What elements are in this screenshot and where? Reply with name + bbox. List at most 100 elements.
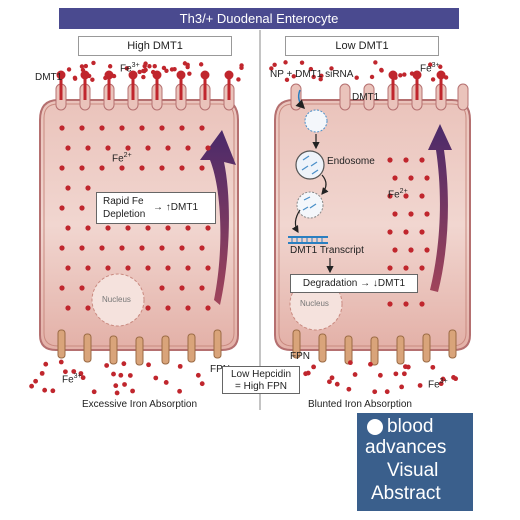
iron-particle: [139, 165, 145, 171]
endosome-circle: [295, 150, 325, 180]
iron-particle: [392, 175, 398, 181]
iron-particle: [79, 285, 85, 291]
iron-particle: [145, 305, 151, 311]
iron-particle: [387, 265, 393, 271]
left-panel-header: High DMT1: [78, 36, 232, 56]
sirna-label: NP + DMT1 siRNA: [270, 69, 354, 80]
iron-particle: [205, 145, 211, 151]
iron-particle: [79, 205, 85, 211]
iron-particle: [141, 74, 146, 80]
iron-particle: [393, 371, 399, 377]
iron-particle: [111, 371, 116, 377]
iron-particle: [165, 265, 171, 271]
iron-particle: [119, 165, 125, 171]
iron-particle: [291, 74, 296, 79]
iron-particle: [198, 62, 204, 67]
iron-particle: [65, 305, 71, 311]
left-iron-flow-arrow: [200, 130, 236, 305]
degradation-box: Degradation → ↓DMT1: [290, 274, 418, 293]
iron-particle: [172, 67, 177, 72]
left-fe3-bottom-label: Fe3+: [62, 373, 82, 386]
iron-particle: [78, 371, 84, 376]
iron-particle: [384, 389, 390, 395]
iron-particle: [147, 64, 152, 69]
iron-particle: [122, 382, 127, 387]
left-fpn-label: FPN: [210, 364, 230, 375]
iron-particle: [387, 193, 393, 199]
right-fe3-label: Fe3+: [420, 62, 440, 75]
iron-particle: [33, 378, 39, 384]
iron-particle: [372, 389, 378, 395]
left-enterocyte-cell: [39, 99, 239, 351]
iron-particle: [272, 62, 277, 67]
iron-particle: [139, 245, 145, 251]
iron-particle: [352, 372, 358, 377]
iron-particle: [195, 372, 201, 378]
iron-particle: [199, 381, 205, 387]
iron-particle: [105, 225, 111, 231]
endosome-escape-arrow: [321, 174, 329, 195]
iron-particle: [85, 185, 91, 191]
right-nucleus-label: Nucleus: [300, 299, 329, 308]
iron-particle: [185, 265, 191, 271]
iron-particle: [346, 386, 352, 392]
iron-particle: [153, 375, 159, 381]
iron-particle: [65, 265, 71, 271]
iron-particle: [451, 375, 456, 380]
iron-particle: [105, 145, 111, 151]
iron-particle: [424, 211, 430, 217]
iron-particle: [29, 383, 35, 389]
nanoparticle-vesicle: [304, 109, 328, 133]
iron-particle: [79, 165, 85, 171]
iron-particle: [118, 372, 124, 378]
iron-particle: [403, 301, 409, 307]
extracellular-iron: [29, 60, 459, 396]
iron-particle: [408, 211, 414, 217]
right-fe3-bottom-label: Fe3+: [428, 378, 448, 391]
iron-particle: [113, 383, 119, 389]
iron-particle: [428, 62, 433, 67]
iron-particle: [403, 265, 409, 271]
iron-particle: [424, 175, 430, 181]
iron-particle: [150, 69, 156, 75]
iron-particle: [139, 125, 145, 131]
iron-particle: [159, 285, 165, 291]
iron-particle: [284, 77, 290, 83]
iron-particle: [392, 247, 398, 253]
iron-particle: [85, 145, 91, 151]
iron-particle: [159, 245, 165, 251]
iron-particle: [424, 247, 430, 253]
iron-particle: [327, 379, 332, 385]
iron-particle: [39, 370, 45, 376]
iron-particle: [403, 193, 409, 199]
iron-particle: [438, 64, 443, 69]
hepcidin-line2: = High FPN: [235, 381, 287, 392]
left-nucleus: [91, 273, 145, 327]
iron-particle: [165, 145, 171, 151]
endosome-label: Endosome: [327, 156, 375, 167]
iron-particle: [99, 165, 105, 171]
left-iron-particles: [59, 125, 211, 311]
iron-particle: [201, 71, 207, 76]
iron-particle: [387, 229, 393, 235]
iron-particle: [329, 66, 334, 71]
iron-particle: [419, 193, 425, 199]
iron-particle: [334, 381, 340, 387]
iron-particle: [205, 305, 211, 311]
logo-mark: [367, 419, 383, 435]
brand-blood: blood: [387, 416, 434, 437]
iron-particle: [398, 73, 403, 78]
iron-particle: [239, 65, 244, 71]
right-panel-header: Low DMT1: [285, 36, 439, 56]
brand-abstract: Abstract: [371, 483, 441, 504]
iron-particle: [59, 165, 65, 171]
iron-particle: [152, 64, 157, 69]
iron-particle: [143, 61, 148, 66]
iron-particle: [127, 373, 133, 378]
iron-particle: [347, 360, 353, 366]
iron-particle: [185, 305, 191, 311]
iron-particle: [401, 371, 407, 377]
blood-advances-logo: blood advances Visual Abstract: [357, 413, 473, 511]
iron-particle: [130, 388, 135, 394]
